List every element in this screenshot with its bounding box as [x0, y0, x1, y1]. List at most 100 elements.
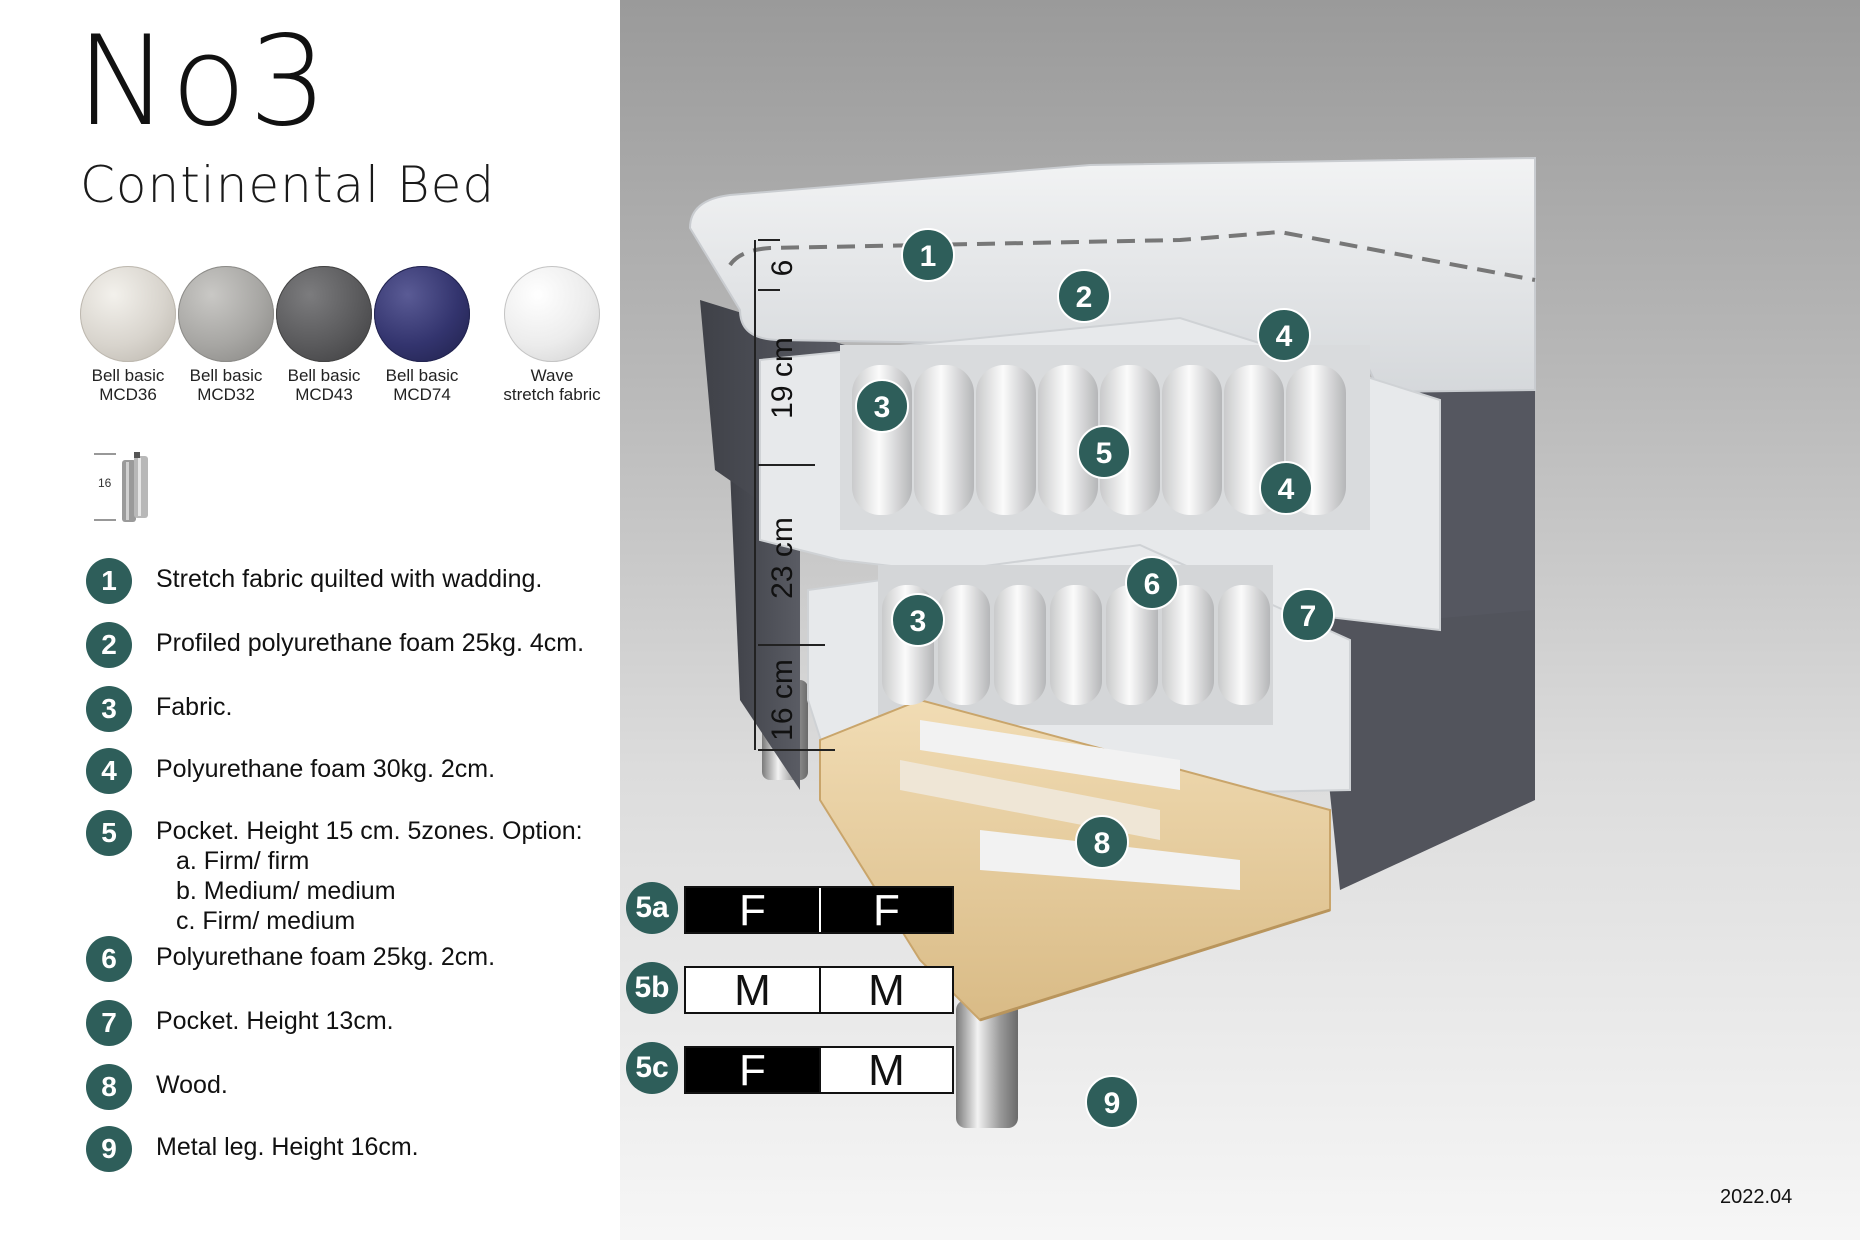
- legend-text: Stretch fabric quilted with wadding.: [156, 565, 543, 593]
- legend-text: Pocket. Height 13cm.: [156, 1007, 394, 1035]
- callout-label: 9: [1104, 1087, 1121, 1120]
- zone-right: M: [819, 968, 952, 1014]
- pocket-spring: [1162, 365, 1222, 515]
- number-badge: 9: [86, 1126, 132, 1172]
- pocket-spring: [1106, 585, 1158, 705]
- number-badge: 8: [86, 1064, 132, 1110]
- metal-leg-icon: [94, 452, 148, 522]
- callout-5[interactable]: 5: [1077, 425, 1131, 479]
- legend-text: Metal leg. Height 16cm.: [156, 1133, 419, 1161]
- swatch-code: stretch fabric: [503, 385, 601, 404]
- callout-2[interactable]: 2: [1057, 269, 1111, 323]
- zone-option-5b[interactable]: 5b M M: [620, 960, 960, 1016]
- pocket-spring: [1038, 365, 1098, 515]
- legend-text: Wood.: [156, 1071, 228, 1099]
- zone-left: F: [686, 888, 819, 934]
- lower-pocket-springs: [882, 585, 1270, 705]
- metal-leg-front: [956, 1000, 1018, 1128]
- number-badge: 6: [86, 936, 132, 982]
- callout-1[interactable]: 1: [901, 228, 955, 282]
- height-scale: 6 19 cm 23 cm 16 cm: [754, 239, 835, 751]
- zone-box: M M: [684, 966, 954, 1014]
- swatch-disc: [504, 266, 600, 362]
- bed-illustration: 6 19 cm 23 cm 16 cm 1 2 3 3 4 4 5 6 7 8 …: [688, 156, 1536, 1129]
- callout-label: 2: [1076, 281, 1093, 314]
- pocket-spring: [938, 585, 990, 705]
- product-title: No3: [76, 10, 330, 154]
- dimension-label: 19 cm: [766, 337, 799, 419]
- swatch-name: Wave: [530, 366, 574, 385]
- dimension-label: 16 cm: [766, 659, 799, 741]
- swatch-name: Bell basic: [91, 366, 165, 385]
- dimension-label: 6: [766, 260, 799, 277]
- wood-slat: [920, 720, 1180, 790]
- number-badge: 4: [86, 748, 132, 794]
- callout-label: 3: [910, 605, 927, 638]
- pocket-spring: [976, 365, 1036, 515]
- zone-option-5c[interactable]: 5c F M: [620, 1040, 960, 1096]
- option-firm-medium: c. Firm/ medium: [176, 907, 356, 935]
- callout-7[interactable]: 7: [1281, 588, 1335, 642]
- callout-label: 6: [1144, 568, 1161, 601]
- pocket-spring: [1050, 585, 1102, 705]
- callout-label: 8: [1094, 827, 1111, 860]
- pocket-spring: [994, 585, 1046, 705]
- number-badge: 2: [86, 622, 132, 668]
- zone-right: F: [819, 888, 952, 934]
- zone-badge: 5c: [626, 1042, 678, 1094]
- option-firm-firm: a. Firm/ firm: [176, 847, 310, 875]
- number-badge: 3: [86, 686, 132, 732]
- zone-box: F F: [684, 886, 954, 934]
- wood-frame-edge: [979, 908, 1331, 1022]
- lower-base-fabric-right: [1310, 575, 1535, 890]
- number-badge: 1: [86, 558, 132, 604]
- callout-label: 7: [1300, 600, 1317, 633]
- callout-label: 4: [1276, 320, 1293, 353]
- leg-height-label: 16: [98, 476, 112, 490]
- callout-3-upper[interactable]: 3: [855, 379, 909, 433]
- product-subtitle: Continental Bed: [80, 156, 496, 214]
- number-badge: 5: [86, 810, 132, 856]
- lower-base-fabric: [730, 470, 800, 790]
- swatch-disc: [80, 266, 176, 362]
- callout-label: 4: [1278, 473, 1295, 506]
- swatch-disc: [374, 266, 470, 362]
- zone-badge: 5b: [626, 962, 678, 1014]
- callout-label: 3: [874, 391, 891, 424]
- zone-options: 5a F F 5b M M 5c F M: [620, 880, 960, 1120]
- pocket-spring: [914, 365, 974, 515]
- callout-6[interactable]: 6: [1125, 556, 1179, 610]
- pocket-spring: [1162, 585, 1214, 705]
- swatch-disc: [276, 266, 372, 362]
- swatch-code: MCD32: [197, 385, 255, 404]
- callout-label: 1: [920, 240, 937, 273]
- dimension-label: 23 cm: [766, 517, 799, 599]
- callout-3-lower[interactable]: 3: [891, 593, 945, 647]
- bed-cross-section: 6 19 cm 23 cm 16 cm 1 2 3 3 4 4 5 6 7 8 …: [620, 0, 1860, 1240]
- zone-option-5a[interactable]: 5a F F: [620, 880, 960, 936]
- top-pad: [688, 156, 1536, 394]
- legend-text: Pocket. Height 15 cm. 5zones. Option:: [156, 817, 583, 845]
- swatch-code: MCD43: [295, 385, 353, 404]
- callout-9[interactable]: 9: [1085, 1075, 1139, 1129]
- zone-left: M: [686, 968, 819, 1014]
- callout-4-upper[interactable]: 4: [1257, 308, 1311, 362]
- swatch-name: Bell basic: [287, 366, 361, 385]
- revision-date: 2022.04: [1720, 1186, 1793, 1208]
- zone-left: F: [686, 1048, 819, 1094]
- swatch-disc: [178, 266, 274, 362]
- callout-badges: 1 2 3 3 4 4 5 6 7 8 9: [855, 228, 1335, 1129]
- swatch-code: MCD36: [99, 385, 157, 404]
- zone-badge: 5a: [626, 882, 678, 934]
- callout-4-lower[interactable]: 4: [1259, 461, 1313, 515]
- zone-box: F M: [684, 1046, 954, 1094]
- number-badge: 7: [86, 1000, 132, 1046]
- callout-8[interactable]: 8: [1075, 815, 1129, 869]
